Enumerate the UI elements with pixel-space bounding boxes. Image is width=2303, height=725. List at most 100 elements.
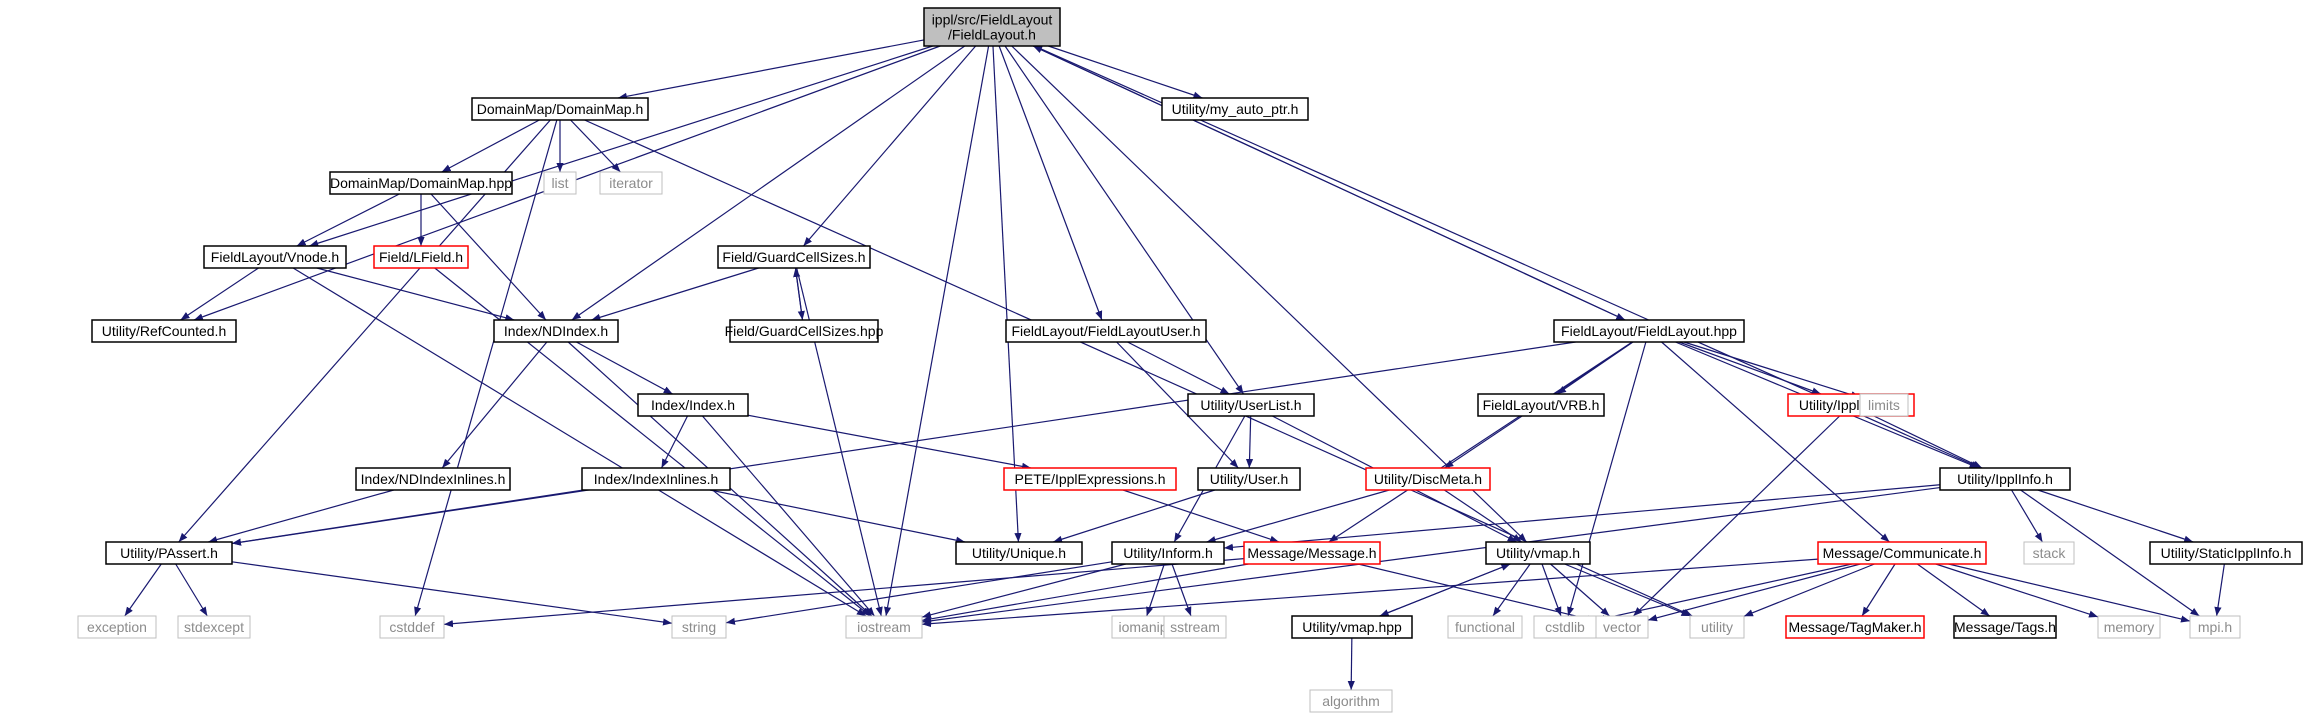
node-guardcell_hpp[interactable]: Field/GuardCellSizes.hpp [725,319,884,343]
node-label-stack: stack [2033,545,2067,561]
node-ndindex[interactable]: Index/NDIndex.h [493,319,619,343]
edge-userlist-to-user_h [1245,415,1254,469]
node-cstdlib: cstdlib [1533,615,1597,639]
node-box-indexinlines [581,467,731,491]
node-algorithm: algorithm [1309,689,1393,713]
node-label-ndindex: Index/NDIndex.h [504,323,608,339]
edge-communicate-to-memory [1935,563,2099,618]
edge-passert-to-string [231,561,673,626]
node-root[interactable]: ippl/src/FieldLayout/FieldLayout.h [923,7,1061,47]
edge-fieldlayout_hpp-to-limits [1683,341,1861,399]
node-box-stdexcept [177,615,251,639]
node-label-user_h: Utility/User.h [1210,471,1289,487]
node-label-functional: functional [1455,619,1515,635]
edge-passert-to-exception [124,563,162,617]
node-vector: vector [1595,615,1649,639]
node-box-vmap_hpp [1291,615,1413,639]
edge-root-to-fieldlayoutuser [998,45,1103,321]
edge-communicate-to-utility [1743,563,1875,617]
edge-index_h-to-iostream [702,415,875,617]
node-box-domainmap_h [471,97,649,121]
node-indexinlines[interactable]: Index/IndexInlines.h [581,467,731,491]
node-vmap_hpp[interactable]: Utility/vmap.hpp [1291,615,1413,639]
node-label-unique: Utility/Unique.h [972,545,1066,561]
edge-ipplinfo-to-stack [2011,489,2043,543]
node-domainmap_h[interactable]: DomainMap/DomainMap.h [471,97,649,121]
node-tagmaker[interactable]: Message/TagMaker.h [1785,615,1925,639]
edge-message-to-iostream [921,563,1249,623]
edge-fieldlayout_hpp-to-communicate [1661,341,1890,543]
edge-root-to-vmap_h [1011,45,1527,543]
node-label-discmeta: Utility/DiscMeta.h [1374,471,1482,487]
node-ipplinfo[interactable]: Utility/IpplInfo.h [1939,467,2071,491]
node-label-algorithm: algorithm [1322,693,1380,709]
node-index_h[interactable]: Index/Index.h [637,393,749,417]
edge-ipplinfo-to-inform [1223,484,1941,551]
node-box-iterator [599,171,663,195]
node-refcounted[interactable]: Utility/RefCounted.h [91,319,237,343]
node-box-ipplinfo [1939,467,2071,491]
node-passert[interactable]: Utility/PAssert.h [105,541,233,565]
edge-petexpr-to-message [1122,489,1280,543]
edge-vmap_h-to-utility [1564,563,1691,617]
node-box-userlist [1187,393,1315,417]
node-discmeta[interactable]: Utility/DiscMeta.h [1365,467,1491,491]
node-box-functional [1447,615,1523,639]
node-communicate[interactable]: Message/Communicate.h [1817,541,1987,565]
node-label-utility: utility [1701,619,1733,635]
node-box-fieldlayout_hpp [1553,319,1745,343]
node-limits: limits [1859,393,1909,417]
edge-ndindex-to-index_h [576,341,673,395]
node-vmap_h[interactable]: Utility/vmap.h [1485,541,1591,565]
node-box-guardcell_h [717,245,871,269]
node-petexpr[interactable]: PETE/IpplExpressions.h [1003,467,1177,491]
node-label-iomanip: iomanip [1118,619,1167,635]
node-label-communicate: Message/Communicate.h [1823,545,1982,561]
edge-vmap_h-to-functional [1492,563,1531,617]
node-label-lfield: Field/LField.h [379,249,463,265]
node-domainmap_hpp[interactable]: DomainMap/DomainMap.hpp [329,171,513,195]
edge-communicate-to-mpi [1948,563,2191,623]
node-box-exception [77,615,157,639]
node-user_h[interactable]: Utility/User.h [1197,467,1301,491]
node-box-ndindexinlines [355,467,511,491]
edge-fieldlayoutuser-to-userlist [1127,341,1230,395]
node-label-ipplinfo: Utility/IpplInfo.h [1957,471,2053,487]
edge-index_h-to-indexinlines [660,415,689,469]
edge-ipplinfo-to-staticipplinfo [2037,489,2194,543]
node-label-memory: memory [2104,619,2155,635]
edge-index_h-to-petexpr [747,414,1032,470]
node-label-stdexcept: stdexcept [184,619,244,635]
edge-domainmap_hpp-to-vnode [296,193,400,247]
node-staticipplinfo[interactable]: Utility/StaticIpplInfo.h [2149,541,2303,565]
node-lfield[interactable]: Field/LField.h [373,245,469,269]
node-box-discmeta [1365,467,1491,491]
node-label-tagmaker: Message/TagMaker.h [1788,619,1921,635]
node-mpi: mpi.h [2189,615,2241,639]
node-box-list [543,171,577,195]
node-label-petexpr: PETE/IpplExpressions.h [1015,471,1166,487]
node-vnode[interactable]: FieldLayout/Vnode.h [203,245,347,269]
node-label-vector: vector [1603,619,1641,635]
node-userlist[interactable]: Utility/UserList.h [1187,393,1315,417]
node-unique[interactable]: Utility/Unique.h [955,541,1083,565]
node-box-guardcell_hpp [729,319,879,343]
node-guardcell_h[interactable]: Field/GuardCellSizes.h [717,245,871,269]
node-fieldlayout_hpp[interactable]: FieldLayout/FieldLayout.hpp [1553,319,1745,343]
node-my_auto_ptr[interactable]: Utility/my_auto_ptr.h [1161,97,1309,121]
edge-guardcell_hpp-to-guardcell_h [793,267,804,321]
node-vrb[interactable]: FieldLayout/VRB.h [1477,393,1605,417]
node-box-petexpr [1003,467,1177,491]
node-box-communicate [1817,541,1987,565]
node-tags[interactable]: Message/Tags.h [1953,615,2057,639]
node-label-inform: Utility/Inform.h [1123,545,1212,561]
node-label-root: /FieldLayout.h [948,27,1036,43]
node-box-vmap_h [1485,541,1591,565]
node-box-algorithm [1309,689,1393,713]
node-box-index_h [637,393,749,417]
node-message[interactable]: Message/Message.h [1243,541,1381,565]
node-ndindexinlines[interactable]: Index/NDIndexInlines.h [355,467,511,491]
edge-fieldlayout_hpp-to-root [1032,45,1626,321]
node-inform[interactable]: Utility/Inform.h [1111,541,1225,565]
node-fieldlayoutuser[interactable]: FieldLayout/FieldLayoutUser.h [1005,319,1207,343]
